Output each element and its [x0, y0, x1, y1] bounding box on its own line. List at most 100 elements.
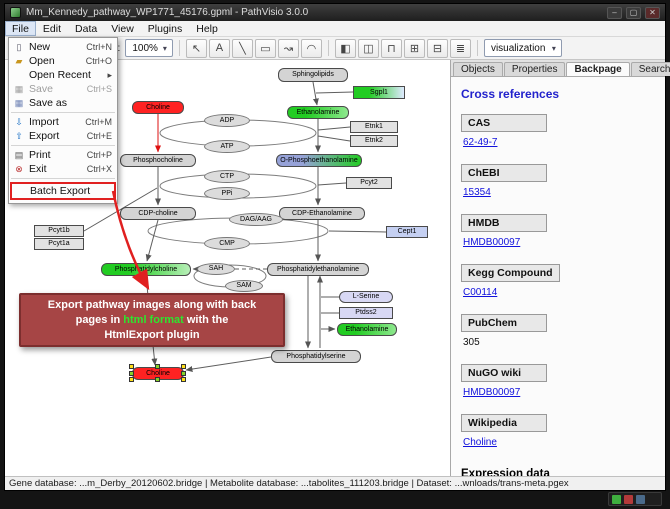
- xref-id-cas[interactable]: 62-49-7: [463, 137, 498, 148]
- arc-tool-button[interactable]: ◠: [300, 38, 322, 58]
- zoom-value: 100%: [132, 42, 158, 54]
- file-menu-item-open-recent[interactable]: Open Recent▸: [9, 68, 117, 82]
- annotation-highlight: html format: [123, 314, 184, 326]
- menu-shortcut: Ctrl+O: [85, 56, 112, 66]
- menu-item-label: Import: [29, 116, 59, 128]
- xref-id-hmdb[interactable]: HMDB00097: [463, 237, 521, 248]
- pathway-node-adp[interactable]: ADP: [204, 114, 250, 127]
- align-left-button[interactable]: ◧: [334, 38, 356, 58]
- selection-handle[interactable]: [129, 364, 134, 369]
- pathway-node-choline-top[interactable]: Choline: [132, 101, 184, 114]
- pathway-node-cept1[interactable]: Cept1: [386, 226, 428, 238]
- pathway-node-ctp[interactable]: CTP: [204, 170, 250, 183]
- statusbar-text: Gene database: ...m_Derby_20120602.bridg…: [9, 478, 569, 489]
- selection-handle[interactable]: [181, 377, 186, 382]
- align-top-button[interactable]: ⊓: [380, 38, 402, 58]
- tab-objects[interactable]: Objects: [453, 62, 503, 76]
- pathway-node-sah[interactable]: SAH: [197, 263, 235, 275]
- menu-data[interactable]: Data: [75, 22, 98, 35]
- distribute-vertical-button[interactable]: ⊟: [426, 38, 448, 58]
- menu-item-label: Save as: [29, 97, 67, 109]
- pathway-node-ppi[interactable]: PPi: [204, 187, 250, 200]
- pathway-node-o-phosphoethanolamine[interactable]: O-Phosphoethanolamine: [276, 154, 362, 167]
- taskbar-fragment: [608, 492, 662, 506]
- pathway-node-cmp[interactable]: CMP: [204, 237, 250, 250]
- menu-view[interactable]: View: [111, 22, 134, 35]
- pathway-node-phosphocholine[interactable]: Phosphocholine: [120, 154, 196, 167]
- file-menu-item-save-as[interactable]: ▦Save as: [9, 96, 117, 110]
- annotation-line1: Export pathway images along with back: [47, 299, 257, 311]
- pathway-node-pcyt2[interactable]: Pcyt2: [346, 177, 392, 189]
- selection-handle[interactable]: [181, 364, 186, 369]
- pathway-node-ethanolamine-top[interactable]: Ethanolamine: [287, 106, 349, 119]
- xref-id-chebi[interactable]: 15354: [463, 187, 491, 198]
- pathway-node-l-serine[interactable]: L-Serine: [339, 291, 393, 303]
- distribute-horizontal-button[interactable]: ⊞: [403, 38, 425, 58]
- line-tool-button[interactable]: ╲: [231, 38, 253, 58]
- minimize-button[interactable]: –: [607, 6, 622, 19]
- xref-id-kegg-compound[interactable]: C00114: [463, 287, 498, 298]
- toolbar-separator: [327, 40, 329, 56]
- selection-tool-button[interactable]: ↖: [185, 38, 207, 58]
- pathway-node-sam[interactable]: SAM: [225, 280, 263, 292]
- selection-handle[interactable]: [155, 364, 160, 369]
- pathway-node-ethanolamine-bottom[interactable]: Ethanolamine: [337, 323, 397, 336]
- selection-handle[interactable]: [155, 377, 160, 382]
- pathway-node-dag-aag[interactable]: DAG/AAG: [229, 213, 283, 226]
- pathway-node-ptdss2[interactable]: Ptdss2: [339, 307, 393, 319]
- visualization-value: visualization: [490, 42, 546, 54]
- connector-tool-button[interactable]: ↝: [277, 38, 299, 58]
- pathway-node-sphingolipids[interactable]: Sphingolipids: [278, 68, 348, 82]
- align-center-button[interactable]: ◫: [357, 38, 379, 58]
- zoom-combobox[interactable]: 100% ▾: [125, 39, 173, 57]
- file-menu-item-batch-export[interactable]: Batch Export: [10, 182, 116, 200]
- pathway-node-phosphatidylethanolamine[interactable]: Phosphatidylethanolamine: [267, 263, 369, 276]
- titlebar[interactable]: Mm_Kennedy_pathway_WP1771_45176.gpml - P…: [5, 4, 665, 21]
- pathway-node-pcyt1b[interactable]: Pcyt1b: [34, 225, 84, 237]
- menu-file[interactable]: File: [5, 21, 36, 36]
- annotation-line3: HtmlExport plugin: [104, 329, 200, 341]
- pathway-node-sgpl1[interactable]: Sgpl1: [353, 86, 405, 99]
- selection-handle[interactable]: [181, 370, 186, 376]
- pathway-node-cdp-ethanolamine[interactable]: CDP-Ethanolamine: [279, 207, 365, 220]
- pathway-node-cdp-choline[interactable]: CDP-choline: [120, 207, 196, 220]
- menu-plugins[interactable]: Plugins: [147, 22, 183, 35]
- pathway-node-etnk2[interactable]: Etnk2: [350, 135, 398, 147]
- pathway-node-etnk1[interactable]: Etnk1: [350, 121, 398, 133]
- menu-edit[interactable]: Edit: [42, 22, 62, 35]
- menu-help[interactable]: Help: [196, 22, 218, 35]
- close-button[interactable]: ✕: [645, 6, 660, 19]
- xref-id-nugo-wiki[interactable]: HMDB00097: [463, 387, 521, 398]
- selection-handle[interactable]: [129, 377, 134, 382]
- label-tool-button[interactable]: A: [208, 38, 230, 58]
- shape-tool-button[interactable]: ▭: [254, 38, 276, 58]
- maximize-button[interactable]: ▢: [626, 6, 641, 19]
- statusbar: Gene database: ...m_Derby_20120602.bridg…: [5, 476, 665, 490]
- selection-handle[interactable]: [129, 370, 134, 376]
- tray-icon: [636, 494, 645, 504]
- tab-search[interactable]: Search: [630, 62, 670, 76]
- xref-source-cas: CAS: [461, 114, 547, 132]
- xref-id-wikipedia[interactable]: Choline: [463, 437, 497, 448]
- visualization-combobox[interactable]: visualization ▾: [483, 39, 562, 57]
- file-menu-item-open[interactable]: ▰ Open Ctrl+O: [9, 54, 117, 68]
- tab-backpage[interactable]: Backpage: [566, 62, 630, 76]
- pathway-node-phosphatidylserine[interactable]: Phosphatidylserine: [271, 350, 361, 363]
- open-folder-icon: ▰: [15, 55, 23, 66]
- menu-item-label: Open: [29, 55, 55, 67]
- pathway-node-pcyt1a[interactable]: Pcyt1a: [34, 238, 84, 250]
- pathway-node-phosphatidylcholine[interactable]: Phosphatidylcholine: [101, 263, 191, 276]
- tab-properties[interactable]: Properties: [503, 62, 566, 76]
- stack-button[interactable]: ≣: [449, 38, 471, 58]
- tray-icon: [624, 494, 633, 504]
- menu-shortcut: Ctrl+S: [86, 84, 112, 94]
- pathway-node-atp[interactable]: ATP: [204, 140, 250, 153]
